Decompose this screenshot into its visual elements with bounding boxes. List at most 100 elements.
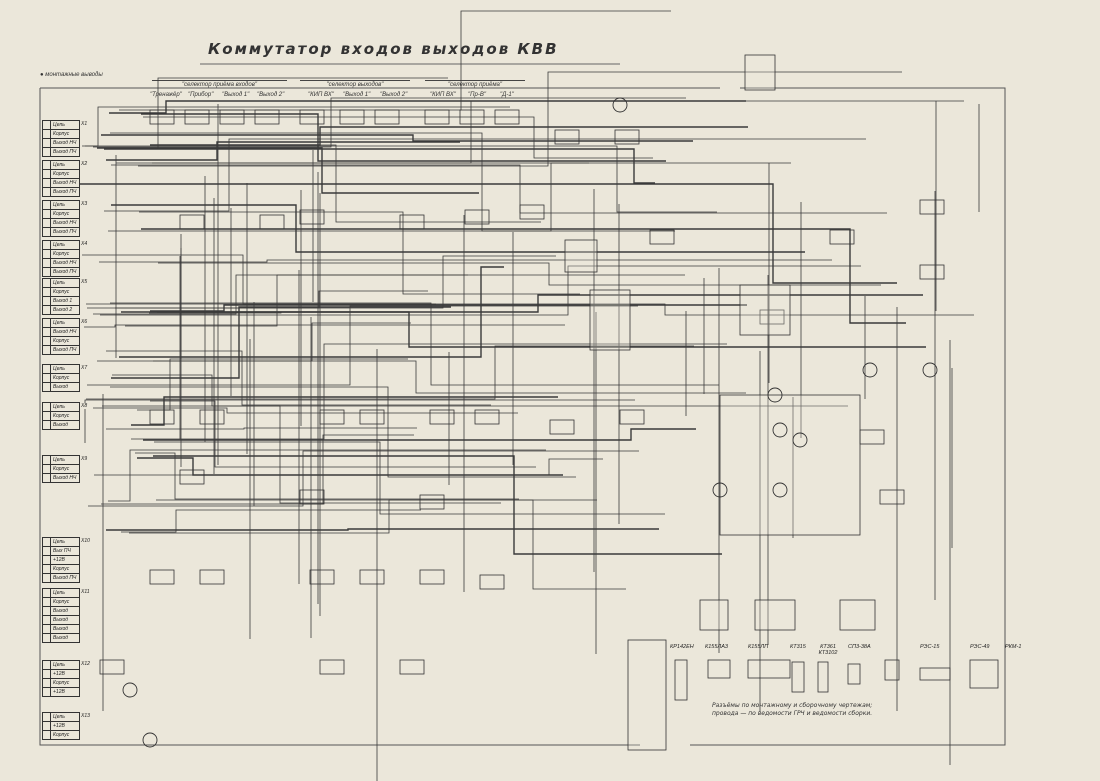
relay-contact [419, 494, 445, 510]
connector-pin: +12В [43, 670, 79, 679]
connector-pin: +12В [43, 688, 79, 696]
relay-contact [149, 109, 175, 125]
wire [99, 259, 832, 263]
relay-contact [649, 229, 675, 245]
wire [111, 204, 805, 253]
relay-contact [429, 409, 455, 425]
relay-contact [399, 659, 425, 675]
connector-pin: Корпус [43, 565, 79, 574]
relay-contact [879, 489, 905, 505]
transistor-symbol [612, 97, 628, 113]
connector-name: Х1 [81, 121, 88, 127]
switch-label: "Выход 2" [380, 92, 408, 98]
part-label: РКМ-1 [1005, 644, 1022, 650]
transistor-symbol [772, 422, 788, 438]
wire [139, 211, 580, 295]
relay-contact [254, 109, 280, 125]
wire [108, 449, 546, 502]
connector-name: Х10 [81, 538, 90, 544]
terminal-block [744, 54, 776, 91]
wire [141, 228, 906, 324]
connector-pin: Выход ПЧ [43, 188, 79, 196]
wire [157, 294, 923, 313]
relay-contact [299, 109, 325, 125]
group-label: "селектор выходов" [300, 80, 410, 88]
wire [137, 358, 408, 411]
connector-pin: Цепь [43, 365, 79, 374]
connector-pin: Корпус [43, 288, 79, 297]
terminal-block [754, 599, 796, 631]
relay-contact [359, 409, 385, 425]
relay-contact [199, 409, 225, 425]
connector-name: Х11 [81, 589, 90, 595]
connector-pin: Выход [43, 616, 79, 625]
relay-contact [319, 409, 345, 425]
switch-label: "Тренажёр" [150, 92, 182, 98]
wire [121, 509, 421, 533]
relay-contact [619, 409, 645, 425]
diagram-title: Коммутатор входов выходов КВВ [208, 40, 559, 58]
wire [110, 132, 675, 232]
transistor-symbol [122, 682, 138, 698]
transistor-symbol [862, 362, 878, 378]
connector-name: Х12 [81, 661, 90, 667]
connector-pin: Корпус [43, 465, 79, 474]
connector-pin: Выход НЧ [43, 259, 79, 268]
wire [137, 457, 563, 476]
connector-name: Х5 [81, 279, 88, 285]
part-outline [969, 659, 999, 689]
connector-pin: Выход ПЧ [43, 148, 79, 156]
wire [131, 343, 727, 440]
connector-pin: Цепь [43, 161, 79, 170]
wire [104, 138, 866, 212]
connector-pin: Выход [43, 625, 79, 634]
switch-label: "Пр-В" [468, 92, 486, 98]
group-label: "селектор приёма" [425, 80, 525, 88]
wire [156, 499, 626, 590]
wire [108, 162, 589, 232]
relay-contact [474, 409, 500, 425]
legend-marker: ● монтажные выводы [40, 72, 103, 78]
wire [121, 311, 926, 348]
transistor-symbol [792, 432, 808, 448]
wire [110, 386, 576, 478]
relay-contact [219, 109, 245, 125]
relay-contact [259, 214, 285, 230]
connector-pin: Выход [43, 607, 79, 616]
transistor-symbol [922, 362, 938, 378]
connector-pin: Выход ПЧ [43, 574, 79, 582]
wire [135, 452, 519, 500]
terminal-block [719, 394, 861, 536]
connector-name: Х3 [81, 201, 88, 207]
relay-contact [459, 109, 485, 125]
part-outline [674, 659, 688, 701]
connector-pin: Корпус [43, 337, 79, 346]
relay-contact [319, 659, 345, 675]
wire [82, 254, 436, 305]
relay-contact [759, 309, 785, 325]
transistor-symbol [772, 482, 788, 498]
part-label: РЭС-49 [970, 644, 990, 650]
transistor-symbol [767, 387, 783, 403]
relay-contact [299, 489, 325, 505]
wire [84, 324, 565, 328]
part-outline [847, 663, 861, 685]
wire [129, 499, 597, 534]
relay-contact [614, 129, 640, 145]
wire [93, 97, 686, 148]
connector-name: Х7 [81, 365, 88, 371]
relay-contact [374, 109, 400, 125]
connector-pin: Выход НЧ [43, 328, 79, 337]
wire [82, 145, 717, 213]
connector-pin: Выход ПЧ [43, 346, 79, 354]
relay-contact [919, 264, 945, 280]
wire [111, 306, 451, 379]
part-outline [747, 659, 791, 679]
wire [153, 455, 722, 555]
